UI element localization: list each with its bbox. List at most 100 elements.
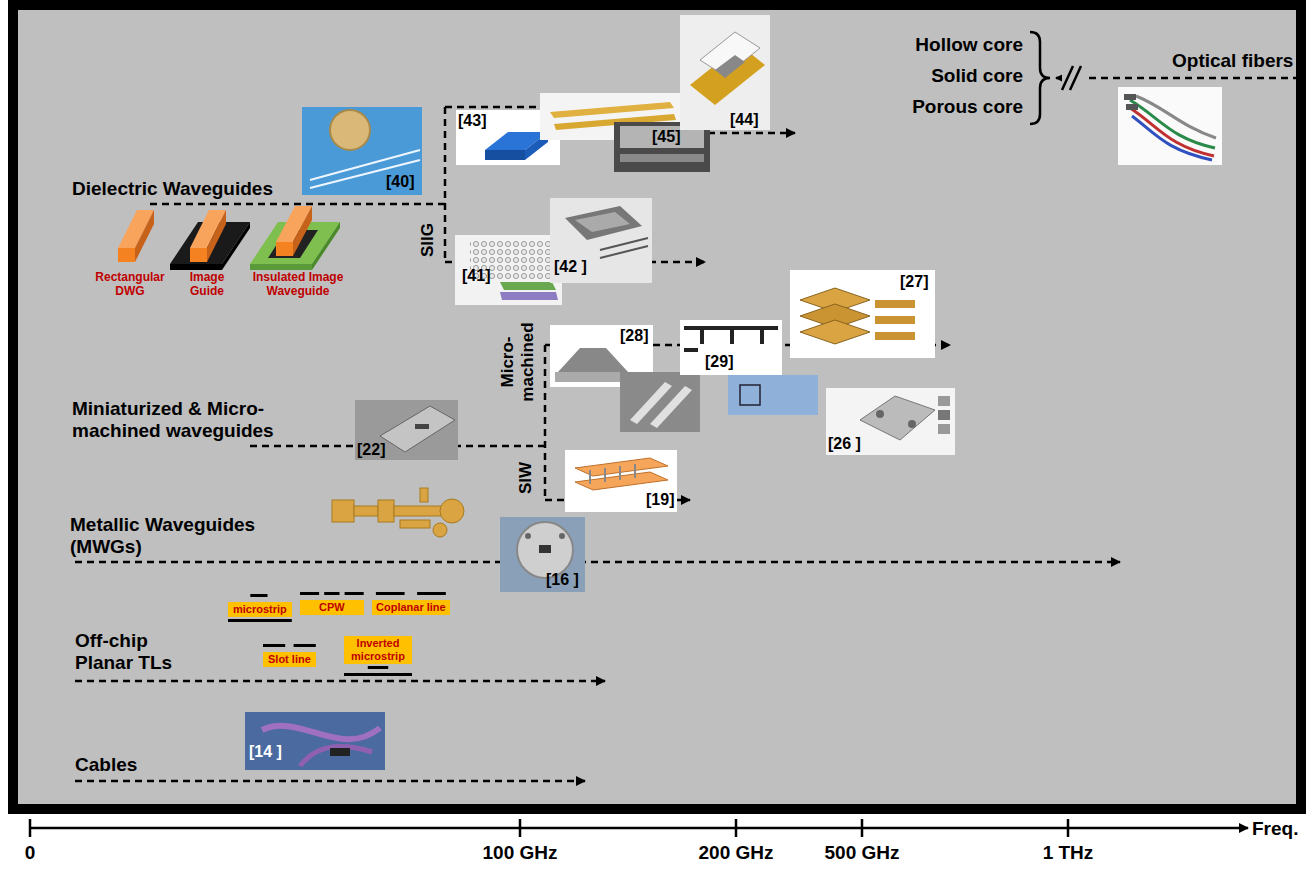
photo <box>565 450 677 512</box>
callout-number: [19] <box>646 490 674 509</box>
photo <box>455 235 562 305</box>
photo <box>1126 104 1138 110</box>
photo <box>938 410 950 420</box>
photo <box>876 410 884 418</box>
break-mark <box>1062 66 1084 90</box>
callout-number: [28] <box>620 326 648 345</box>
callout-number: [16 ] <box>546 570 579 589</box>
photo <box>500 282 556 290</box>
photo <box>938 396 950 406</box>
break-mark <box>1062 66 1081 90</box>
photo <box>558 348 628 372</box>
fiber-type: Porous core <box>893 96 1023 118</box>
photo <box>620 372 700 432</box>
line-type-name: microstrip <box>233 603 287 616</box>
part-name: Image Guide <box>185 270 229 298</box>
rectangular-dwg <box>118 210 154 262</box>
photo <box>860 396 935 440</box>
dashed-line <box>544 345 547 500</box>
conductor-bar <box>368 666 388 669</box>
image-guide <box>170 210 250 270</box>
photo <box>715 55 745 78</box>
photo <box>680 320 782 375</box>
callout-number: [43] <box>458 111 486 130</box>
callout-number: [26 ] <box>828 434 861 453</box>
callout-number: [27] <box>900 272 928 291</box>
line-type-name: CPW <box>319 601 345 614</box>
category-label: Dielectric Waveguides <box>72 178 273 200</box>
photo <box>525 533 531 539</box>
line-type-box: Slot line <box>263 652 316 667</box>
category-label: Optical fibers <box>1172 50 1293 72</box>
photo <box>1124 94 1136 100</box>
photo <box>565 450 677 512</box>
photo <box>300 746 372 766</box>
photo <box>539 545 551 553</box>
axis-tick-label: 100 GHz <box>483 842 558 864</box>
waveguide-parts <box>332 488 464 537</box>
dashed-line <box>1056 77 1300 80</box>
category-label: Miniaturized & Micro-machined waveguides <box>72 398 340 442</box>
photo <box>485 150 525 160</box>
image-guide <box>190 248 207 262</box>
photo <box>245 712 385 770</box>
insulated-image-guide <box>250 264 312 270</box>
insulated-image-guide <box>293 206 312 256</box>
line-type-name: Slot line <box>268 653 311 666</box>
callout-number: [14 ] <box>249 742 282 761</box>
photo <box>500 517 585 592</box>
photo <box>455 235 562 305</box>
photo <box>600 238 648 258</box>
photo <box>575 472 668 490</box>
photo <box>875 300 915 308</box>
waveguide-parts <box>378 500 394 522</box>
photo <box>790 270 935 358</box>
photo <box>245 712 385 770</box>
frequency-axis <box>30 819 1248 837</box>
photo <box>550 198 652 283</box>
insulated-image-guide <box>250 206 340 270</box>
waveguide-parts <box>400 520 430 528</box>
waveguide-parts <box>354 506 378 516</box>
conductor-bar <box>228 619 292 622</box>
waveguide-parts <box>420 488 428 502</box>
photo <box>760 330 764 344</box>
photo <box>730 330 734 344</box>
insulated-image-guide <box>312 222 340 270</box>
photo <box>700 330 704 344</box>
line-type-name: Coplanar line <box>376 601 446 614</box>
photo <box>790 270 935 358</box>
photo <box>740 385 760 405</box>
line-type-box: microstrip <box>228 602 292 617</box>
photo <box>826 388 955 455</box>
conductor-bar <box>300 592 319 595</box>
conductor-bar <box>417 592 446 595</box>
category-label: Metallic Waveguides (MWGs) <box>70 514 275 558</box>
photo <box>415 424 429 429</box>
callout-number: [41] <box>462 266 490 285</box>
callout-number: [45] <box>652 127 680 146</box>
brace <box>1030 32 1050 124</box>
photo <box>875 332 915 340</box>
photo <box>620 372 700 432</box>
waveguide-parts <box>394 506 444 516</box>
axis-tick-label: 200 GHz <box>699 842 774 864</box>
insulated-image-guide <box>276 242 293 256</box>
photo <box>684 348 698 352</box>
photo <box>680 15 770 130</box>
photo <box>680 320 782 375</box>
photo <box>380 406 455 452</box>
image-guide <box>207 210 226 262</box>
photo <box>728 375 818 415</box>
callout-number: [44] <box>730 110 758 129</box>
image-guide <box>170 264 222 270</box>
callout-number: [22] <box>357 440 385 459</box>
photo <box>559 533 565 539</box>
photo <box>550 198 652 283</box>
photo <box>355 400 458 460</box>
waveguide-parts <box>433 523 447 537</box>
photo <box>1118 87 1222 165</box>
line-type-box: CPW <box>300 600 364 615</box>
